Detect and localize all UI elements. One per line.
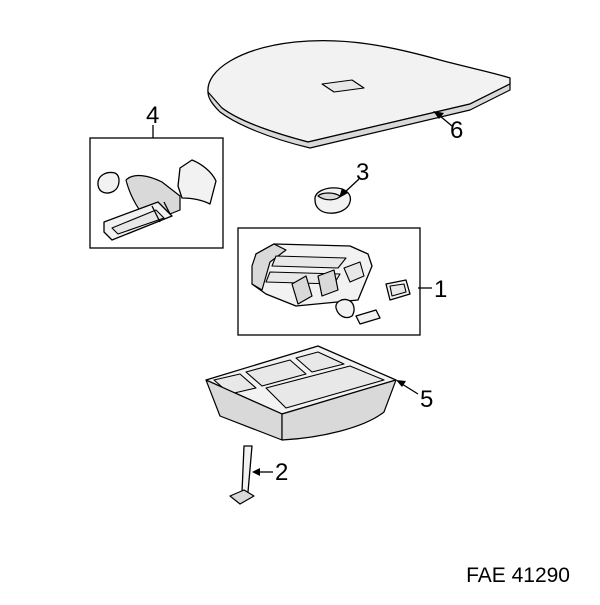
part-1-frame xyxy=(237,227,421,336)
callout-6: 6 xyxy=(450,117,463,144)
part-5-storage-tray xyxy=(205,345,397,441)
part-1-storage-compartment xyxy=(251,243,411,325)
callout-3: 3 xyxy=(356,159,369,186)
callout-2: 2 xyxy=(275,459,288,486)
part-6-cover-panel xyxy=(207,40,511,149)
part-4-frame xyxy=(89,137,224,249)
cover-handle-slot xyxy=(321,79,365,93)
callout-1: 1 xyxy=(434,276,447,303)
leader-lines xyxy=(152,111,453,476)
part-2-support-rod xyxy=(229,445,255,505)
part-4-vent-assembly xyxy=(97,159,217,241)
diagram-code: FAE 41290 xyxy=(466,564,570,587)
callout-4: 4 xyxy=(146,102,159,129)
callout-5: 5 xyxy=(420,386,433,413)
